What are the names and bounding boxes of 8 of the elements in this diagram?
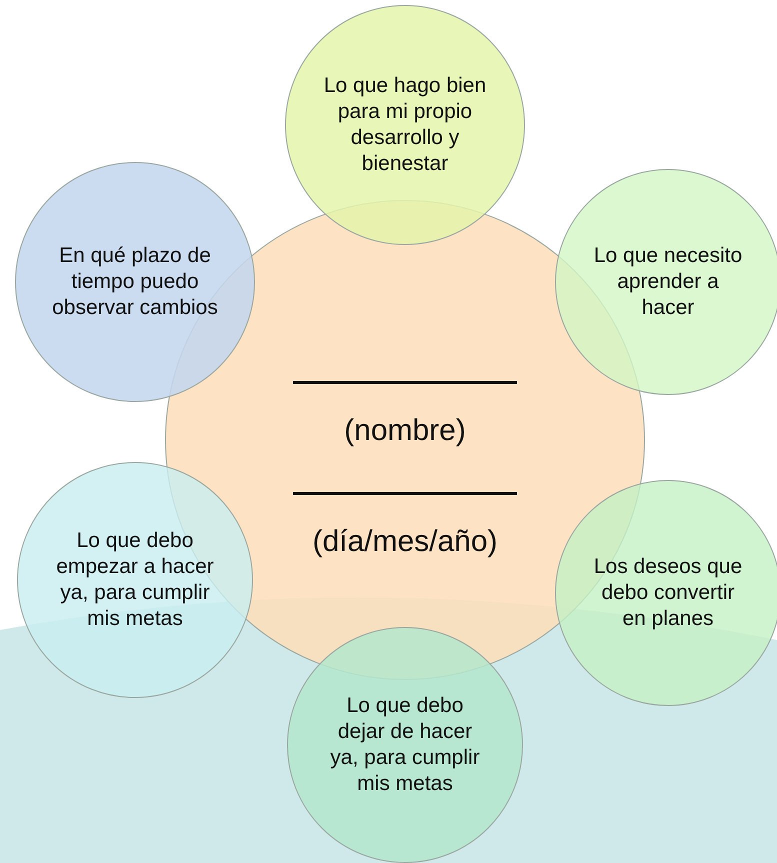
circle-text: Lo que debo empezar a hacer ya, para cumplir mis metas xyxy=(55,528,215,632)
circle-text: Los deseos que debo convertir en planes xyxy=(592,554,744,632)
circle-text: Lo que hago bien para mi propio desarrollo y bienestar xyxy=(322,73,488,177)
circle-text: Lo que debo dejar de hacer ya, para cumplir mis metas xyxy=(329,693,481,797)
placeholder-text: (día/mes/año) xyxy=(312,525,498,559)
placeholder-text: (nombre) xyxy=(344,414,466,448)
circle-text: Lo que necesito aprender a hacer xyxy=(592,243,744,321)
circle-text: En qué plazo de tiempo puedo observar cambios xyxy=(51,243,219,321)
